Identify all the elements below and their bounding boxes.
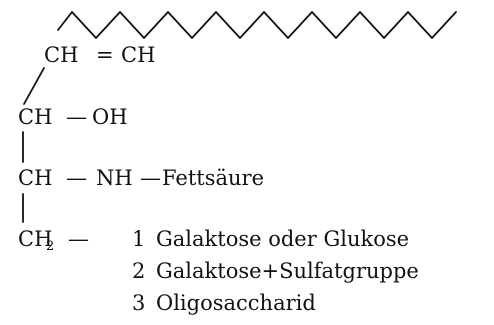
substituent-2-label: Galaktose+Sulfatgruppe: [156, 259, 419, 283]
row1-double-bond: =: [96, 43, 114, 67]
row4-bond: —: [68, 227, 89, 251]
substituent-1-number: 1: [132, 227, 145, 251]
row1-ch-right: CH: [121, 43, 155, 67]
substituent-2-number: 2: [132, 259, 145, 283]
row3-bond: —: [66, 166, 87, 190]
row2-ch: CH: [18, 105, 52, 129]
row3-bond2: —: [140, 166, 161, 190]
substituent-3-label: Oligosaccharid: [156, 291, 316, 315]
substituent-1-label: Galaktose oder Glukose: [156, 227, 409, 251]
row3-ch: CH: [18, 166, 52, 190]
hydrocarbon-chain-zigzag: [57, 11, 457, 39]
row4-subscript: 2: [46, 239, 54, 254]
row2-oh: OH: [92, 105, 128, 129]
row1-ch-left: CH: [44, 43, 78, 67]
substituent-3-number: 3: [132, 291, 145, 315]
row3-fettsaeure: Fettsäure: [162, 166, 264, 190]
row2-bond: —: [66, 105, 87, 129]
bond-row1-row2: [23, 67, 45, 105]
row4-ch: CH: [18, 227, 52, 251]
row3-nh: NH: [96, 166, 133, 190]
